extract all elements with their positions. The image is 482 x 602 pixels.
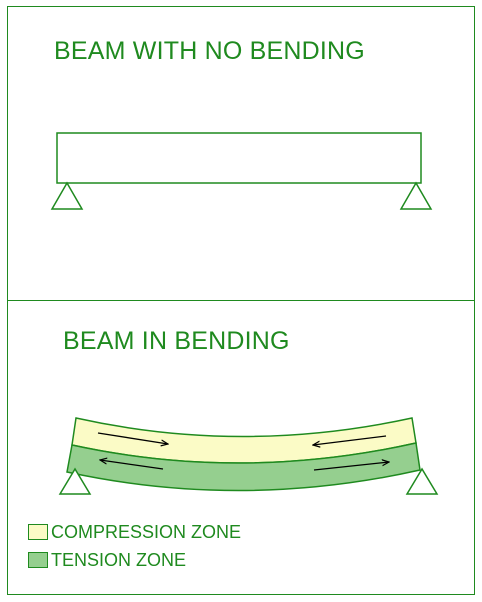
tension-arrow-left — [100, 460, 164, 470]
tension-label: TENSION ZONE — [51, 549, 187, 570]
legend-item-tension: TENSION ZONE — [28, 550, 186, 570]
legend-item-compression: COMPRESSION ZONE — [28, 522, 241, 542]
compression-swatch — [28, 524, 48, 540]
right-support-triangle-bottom — [405, 467, 439, 495]
panel-title-bending: BEAM IN BENDING — [63, 327, 290, 355]
right-support-triangle-top — [399, 181, 433, 210]
diagram-frame: BEAM WITH NO BENDING BEAM IN BENDING COM… — [7, 6, 475, 595]
straight-beam — [56, 132, 422, 184]
compression-label: COMPRESSION ZONE — [51, 521, 242, 542]
panel-divider — [8, 300, 474, 301]
tension-swatch — [28, 552, 48, 568]
left-support-triangle-bottom — [58, 467, 92, 495]
left-support-triangle-top — [50, 181, 84, 210]
compression-arrow-right — [313, 435, 387, 445]
compression-arrow-left — [97, 432, 168, 444]
panel-title-no-bending: BEAM WITH NO BENDING — [54, 37, 365, 65]
tension-arrow-right — [313, 462, 389, 471]
tension-zone — [66, 442, 421, 492]
